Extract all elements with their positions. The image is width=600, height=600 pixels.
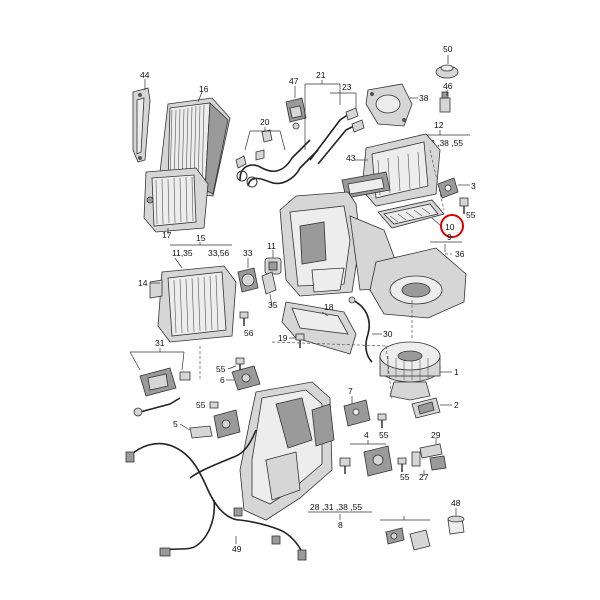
part-3-connector (437, 177, 459, 199)
part-38-flange (365, 83, 413, 127)
label-20: 20 (260, 117, 270, 127)
part-30-drain-hose (348, 296, 373, 363)
label-8-sub: 28 ,31 ,38 ,55 (310, 502, 362, 512)
label-55d: 55 (379, 430, 389, 440)
lower-hvac-housing (239, 381, 335, 521)
blower-housing (369, 247, 467, 319)
part-5-actuator (189, 409, 241, 439)
label-38: 38 (419, 93, 429, 103)
label-9-sub: 36 (455, 249, 465, 259)
label-7: 7 (348, 386, 353, 396)
label-4: 4 (364, 430, 369, 440)
label-10: 10 (445, 222, 455, 232)
label-30: 30 (383, 329, 393, 339)
label-1: 1 (454, 367, 459, 377)
part-4-actuator (339, 445, 393, 477)
label-31: 31 (155, 338, 165, 348)
part-50-cap (435, 64, 459, 79)
part-21-hoses (309, 107, 365, 165)
label-35: 35 (268, 300, 278, 310)
part-31-actuator (133, 367, 191, 417)
label-29: 29 (431, 430, 441, 440)
label-11: 11 (267, 241, 276, 251)
part-47-valve (285, 97, 307, 130)
part-56-screw (239, 311, 249, 326)
label-16: 16 (199, 84, 209, 94)
label-12: 12 (434, 120, 444, 130)
label-9: 9 (447, 232, 452, 242)
part-33-valve (237, 267, 259, 293)
label-50: 50 (443, 44, 453, 54)
label-5: 5 (173, 419, 178, 429)
label-44: 44 (140, 70, 150, 80)
label-6: 6 (220, 375, 225, 385)
label-55c: 55 (196, 400, 206, 410)
part-44-bracket (132, 87, 151, 163)
part-7-connector (343, 399, 371, 427)
label-56: 56 (244, 328, 254, 338)
part-2-resistor (411, 397, 441, 419)
part-10-cabin-filter (377, 199, 445, 229)
label-46: 46 (443, 81, 453, 91)
label-49: 49 (232, 544, 242, 554)
part-6-actuator (231, 365, 261, 391)
label-21: 21 (316, 70, 326, 80)
part-55-screw-e (397, 457, 407, 472)
label-48: 48 (451, 498, 461, 508)
part-55-screw-d (377, 413, 387, 428)
part-48-grommet (447, 515, 465, 535)
label-23: 23 (342, 82, 352, 92)
part-35-clip (261, 271, 277, 295)
label-2: 2 (454, 400, 459, 410)
label-55a: 55 (466, 210, 476, 220)
label-27: 27 (419, 472, 429, 482)
label-3: 3 (471, 181, 476, 191)
part-43-gasket (341, 171, 391, 199)
label-43: 43 (346, 153, 356, 163)
part-29-sensor (411, 443, 447, 471)
part-46-fitting (439, 91, 451, 113)
label-15-sub-a: 11,35 (172, 248, 193, 258)
label-55e: 55 (400, 472, 410, 482)
part-11-sensor (264, 257, 282, 275)
label-33: 33 (243, 248, 253, 258)
part-18-duct (281, 301, 357, 355)
label-15-sub-b: 33,56 (208, 248, 230, 258)
part-55-screw-c (209, 401, 219, 409)
label-19: 19 (278, 333, 288, 343)
label-47: 47 (289, 76, 299, 86)
part-17-core (143, 167, 209, 233)
part-19-screw (295, 333, 305, 348)
label-15: 15 (196, 233, 206, 243)
label-18: 18 (324, 302, 334, 312)
part-49-wiring-harness (125, 429, 307, 561)
label-12-sub: 3 ,38 ,55 (430, 138, 463, 148)
label-8: 8 (338, 520, 343, 530)
part-55-screw-a (459, 197, 469, 214)
part-1-blower-motor (379, 341, 441, 401)
part-28-actuators (385, 527, 431, 551)
label-55b: 55 (216, 364, 226, 374)
label-14: 14 (138, 278, 148, 288)
part-20-pipes (235, 129, 319, 188)
label-17: 17 (162, 230, 172, 240)
part-14-core (149, 265, 237, 343)
part-43-flap-assembly (361, 133, 441, 207)
